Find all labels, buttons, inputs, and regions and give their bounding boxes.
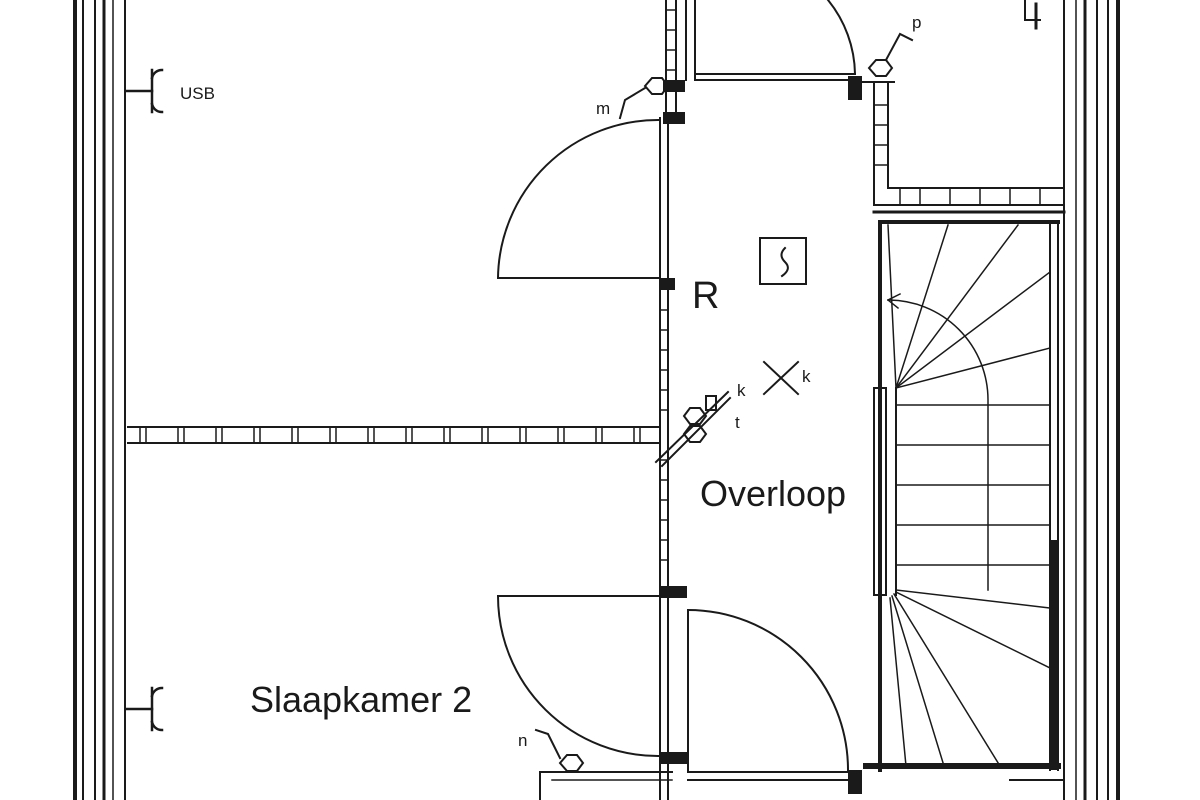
socket-icon — [124, 686, 164, 732]
door-bedroom-2 — [496, 594, 662, 758]
hexagon-symbol-icon — [618, 77, 670, 120]
hexagon-symbol-icon — [867, 32, 914, 77]
hexagon-symbol-icon — [534, 728, 585, 772]
bottom-walls — [539, 770, 1065, 800]
k-label-light: k — [802, 367, 811, 386]
left-exterior-wall — [73, 0, 126, 800]
socket-usb-icon — [124, 68, 164, 114]
door-top-room — [694, 0, 857, 76]
n-label: n — [518, 731, 527, 750]
bedroom-dividing-wall — [127, 426, 661, 444]
k-label-switch: k — [737, 381, 746, 400]
room-label-slaapkamer-2: Slaapkamer 2 — [250, 679, 472, 720]
door-top-right — [1024, 0, 1041, 30]
staircase — [863, 220, 1061, 772]
r-label: R — [692, 275, 719, 317]
p-label: p — [912, 13, 921, 32]
m-label: m — [596, 99, 610, 118]
door-bottom-room — [686, 608, 850, 772]
right-exterior-wall — [1063, 0, 1120, 800]
ceiling-light-icon — [762, 360, 800, 396]
smoke-detector-icon — [759, 237, 807, 285]
hallway-left-wall — [659, 0, 696, 800]
hexagon-symbol-icon — [654, 390, 732, 468]
door-bedroom-1 — [496, 118, 662, 280]
room-label-overloop: Overloop — [700, 473, 846, 514]
top-room-wall — [694, 73, 1066, 214]
usb-label: USB — [180, 84, 215, 103]
t-label: t — [735, 413, 740, 432]
